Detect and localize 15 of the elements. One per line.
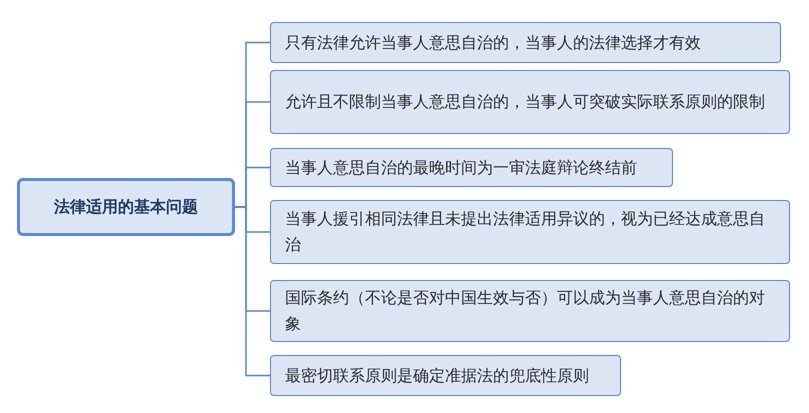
node-text: 当事人援引相同法律且未提出法律适用异议的，视为已经达成意思自治 bbox=[285, 208, 766, 256]
node-text: 国际条约（不论是否对中国生效与否）可以成为当事人意思自治的对象 bbox=[285, 287, 766, 335]
node-text: 当事人意思自治的最晚时间为一审法庭辩论终结前 bbox=[285, 156, 637, 179]
node-text: 只有法律允许当事人意思自治的，当事人的法律选择才有效 bbox=[285, 32, 701, 54]
subtopic-box bbox=[270, 148, 673, 187]
subtopic-box bbox=[270, 280, 790, 342]
connector-line bbox=[235, 206, 270, 376]
subtopic-box bbox=[270, 70, 790, 134]
node-text: 最密切联系原则是确定准据法的兜底性原则 bbox=[285, 364, 589, 387]
subtopic-box bbox=[270, 22, 781, 63]
node-text: 允许且不限制当事人意思自治的，当事人可突破实际联系原则的限制 bbox=[285, 91, 765, 114]
node-text: 法律适用的基本问题 bbox=[54, 196, 198, 218]
topic-box bbox=[17, 178, 235, 236]
subtopic-box bbox=[270, 200, 790, 264]
subtopic-box bbox=[270, 355, 621, 396]
